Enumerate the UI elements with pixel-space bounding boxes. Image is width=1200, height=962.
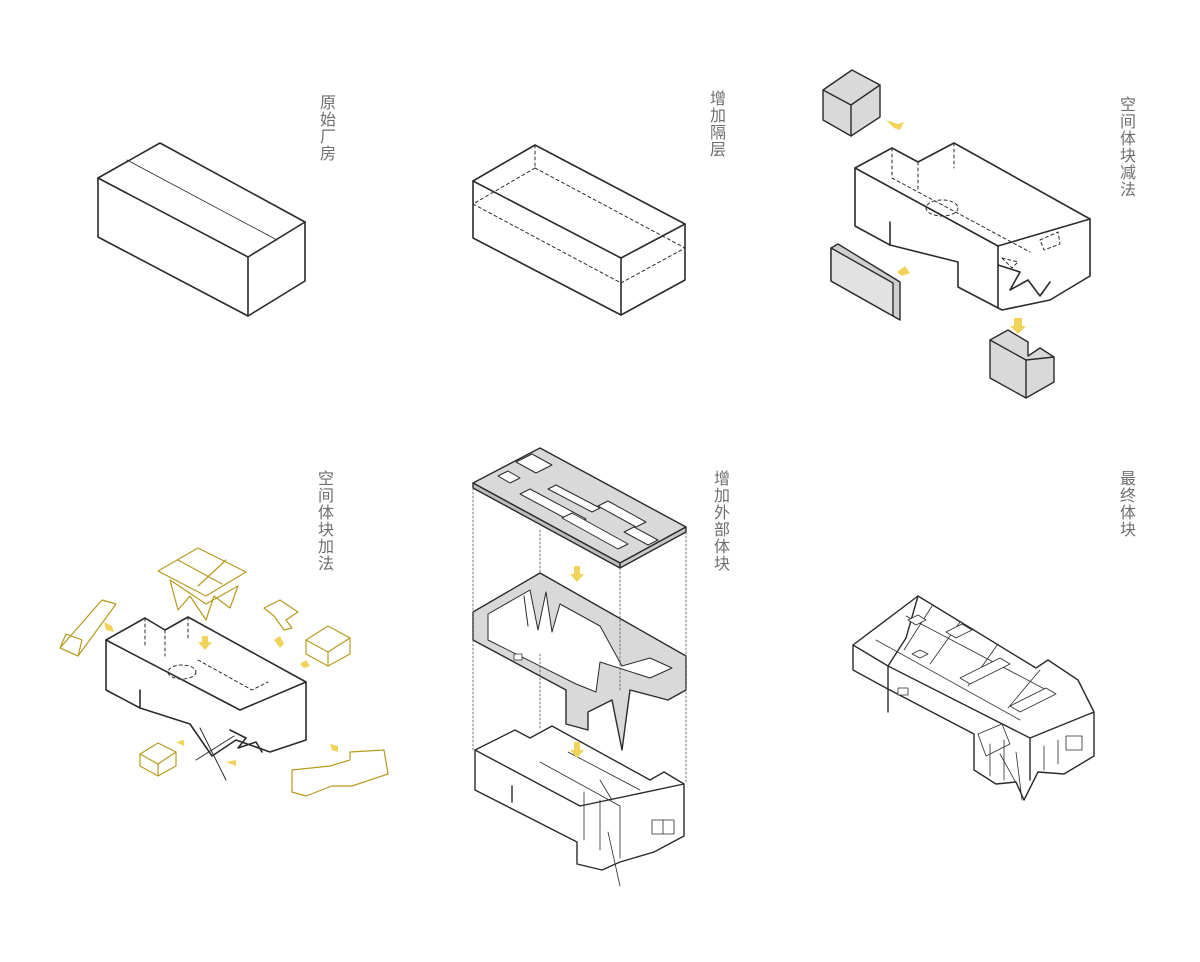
label-add-volume: 空间体块加法: [315, 470, 334, 572]
box-final: [852, 595, 1095, 801]
arrows-exterior: [570, 566, 584, 758]
arrows-add: [104, 622, 338, 766]
label-add-floor: 增加隔层: [707, 90, 726, 158]
arrows-subtract: [886, 120, 1026, 334]
box-add-floor: [472, 144, 686, 316]
panel-subtract: [822, 69, 1091, 399]
label-original: 原始厂房: [317, 94, 336, 162]
label-subtract: 空间体块减法: [1117, 96, 1136, 198]
yellow-cube-right: [305, 625, 351, 667]
base-lower: [474, 725, 685, 887]
roof-slab: [472, 447, 687, 569]
box-subtract: [854, 142, 1091, 311]
panel-original: [97, 142, 306, 317]
panel-add-floor: [472, 144, 686, 316]
panel-final: [852, 595, 1095, 801]
box-original: [97, 142, 306, 317]
guide-lines: [472, 487, 687, 785]
box-add-volume: [105, 616, 307, 781]
yellow-wall: [291, 749, 389, 797]
panel-add-volume: [59, 547, 389, 797]
corner-removed-bottom: [989, 329, 1055, 399]
label-final: 最终体块: [1117, 470, 1136, 538]
yellow-bracket: [263, 599, 299, 631]
panel-add-exterior: [472, 447, 687, 887]
cube-removed-top: [822, 69, 881, 137]
yellow-stair: [59, 599, 117, 657]
label-add-exterior: 增加外部体块: [711, 470, 730, 572]
yellow-canopy: [157, 547, 247, 621]
shell-middle: [472, 572, 687, 751]
slab-removed-left: [830, 243, 901, 321]
yellow-cube-left: [139, 742, 177, 777]
